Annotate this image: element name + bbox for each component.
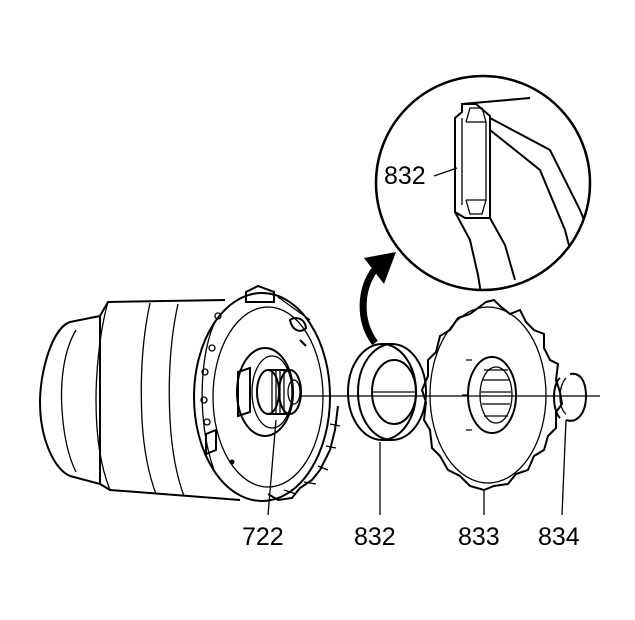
part-834-snap-ring (553, 372, 588, 422)
part-834-leader (561, 419, 567, 516)
detail-magnifier (374, 74, 592, 292)
part-833-label: 833 (458, 523, 500, 551)
magnify-arrow (359, 252, 396, 346)
part-833-gear (420, 298, 564, 492)
detail-832-leader (433, 167, 458, 177)
part-722-leader (267, 419, 277, 516)
part-834-label: 834 (538, 523, 580, 551)
detail-832-label: 832 (384, 162, 426, 190)
part-722-hub (256, 369, 302, 415)
part-722-label: 722 (242, 523, 284, 551)
drum-housing (38, 284, 341, 502)
part-832-label: 832 (354, 523, 396, 551)
part-832-washer (347, 343, 427, 441)
